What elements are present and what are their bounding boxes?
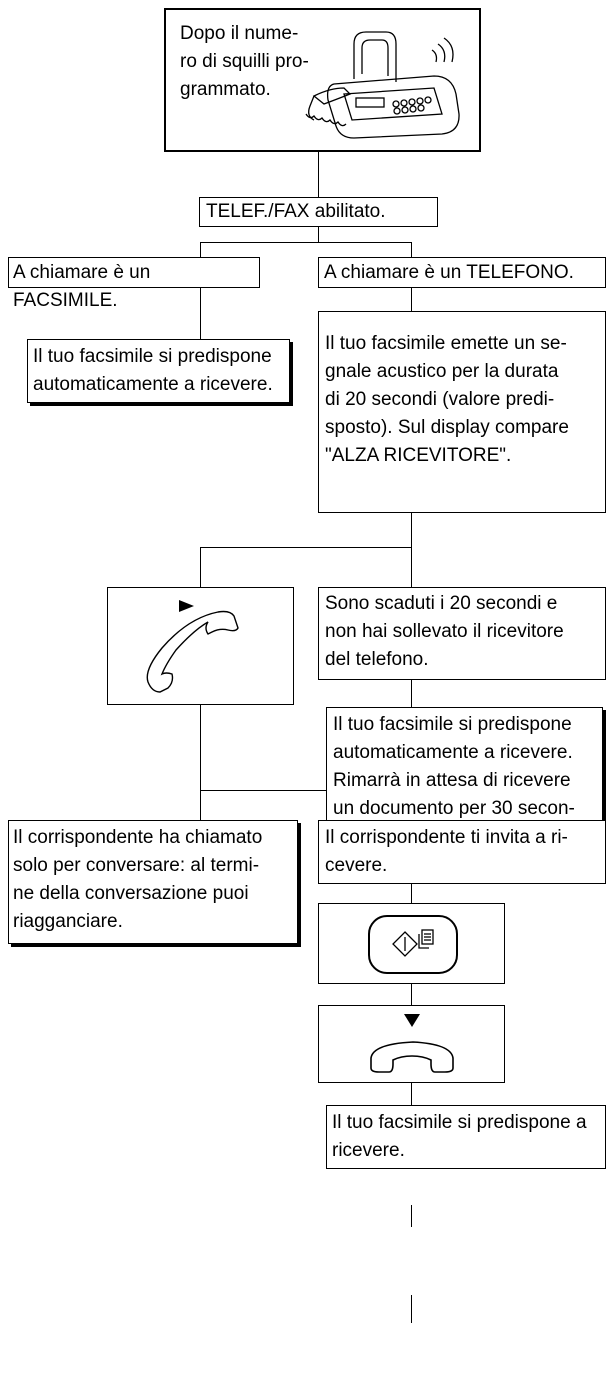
fax-auto-text: Il tuo facsimile si predispone automatic… (33, 346, 273, 395)
fax-machine-icon (305, 31, 460, 139)
timeout-box: Sono scaduti i 20 secondi e non hai soll… (318, 587, 606, 680)
invite-box: Il corrispondente ti invita a ri- cevere… (318, 820, 606, 884)
connector (200, 547, 411, 548)
connector (411, 1083, 412, 1105)
connector (411, 242, 412, 257)
connector (200, 790, 201, 820)
connector (411, 1205, 412, 1227)
caller-fax-box: A chiamare è un FACSIMILE. (8, 257, 260, 311)
final-box: Il tuo facsimile si predispone a ricever… (326, 1105, 606, 1169)
handset-lift-icon (146, 600, 239, 693)
timeout-text: Sono scaduti i 20 secondi e non hai soll… (325, 593, 564, 670)
mode-box: TELEF./FAX abilitato. (199, 197, 438, 227)
start-key-box (318, 903, 505, 984)
hang-up-box (318, 1005, 505, 1083)
connector (200, 242, 201, 257)
caller-phone-box: A chiamare è un TELEFONO. (318, 257, 606, 288)
start-box: Dopo il nume- ro di squilli pro- grammat… (164, 8, 481, 152)
conversation-box: Il corrispondente ha chiamato solo per c… (8, 820, 298, 944)
connector (318, 226, 319, 242)
connector (411, 984, 412, 1005)
connector (411, 547, 412, 587)
connector (411, 884, 412, 904)
connector (200, 287, 201, 339)
mode-text: TELEF./FAX abilitato. (206, 201, 386, 222)
connector (200, 242, 411, 243)
lift-handset-box (107, 587, 294, 705)
phone-beep-box: Il tuo facsimile emette un se- gnale acu… (318, 311, 606, 513)
caller-phone-text: A chiamare è un TELEFONO. (324, 262, 574, 283)
connector (200, 790, 411, 791)
connector (200, 705, 201, 755)
caller-fax-text: A chiamare è un FACSIMILE. (13, 262, 151, 311)
connector (411, 1295, 412, 1323)
final-text: Il tuo facsimile si predispone a ricever… (332, 1112, 587, 1161)
start-text: Dopo il nume- ro di squilli pro- grammat… (180, 23, 309, 100)
connector (411, 680, 412, 707)
connector (200, 547, 201, 587)
handset-hang-up-icon (370, 1014, 454, 1073)
connector (200, 755, 201, 790)
connector (411, 513, 412, 547)
invite-text: Il corrispondente ti invita a ri- cevere… (325, 827, 568, 876)
conversation-text: Il corrispondente ha chiamato solo per c… (13, 827, 263, 932)
connector (318, 151, 319, 197)
start-key-icon (368, 915, 458, 974)
connector (411, 287, 412, 311)
phone-beep-text: Il tuo facsimile emette un se- gnale acu… (325, 333, 569, 466)
fax-auto-box: Il tuo facsimile si predispone automatic… (27, 339, 290, 403)
